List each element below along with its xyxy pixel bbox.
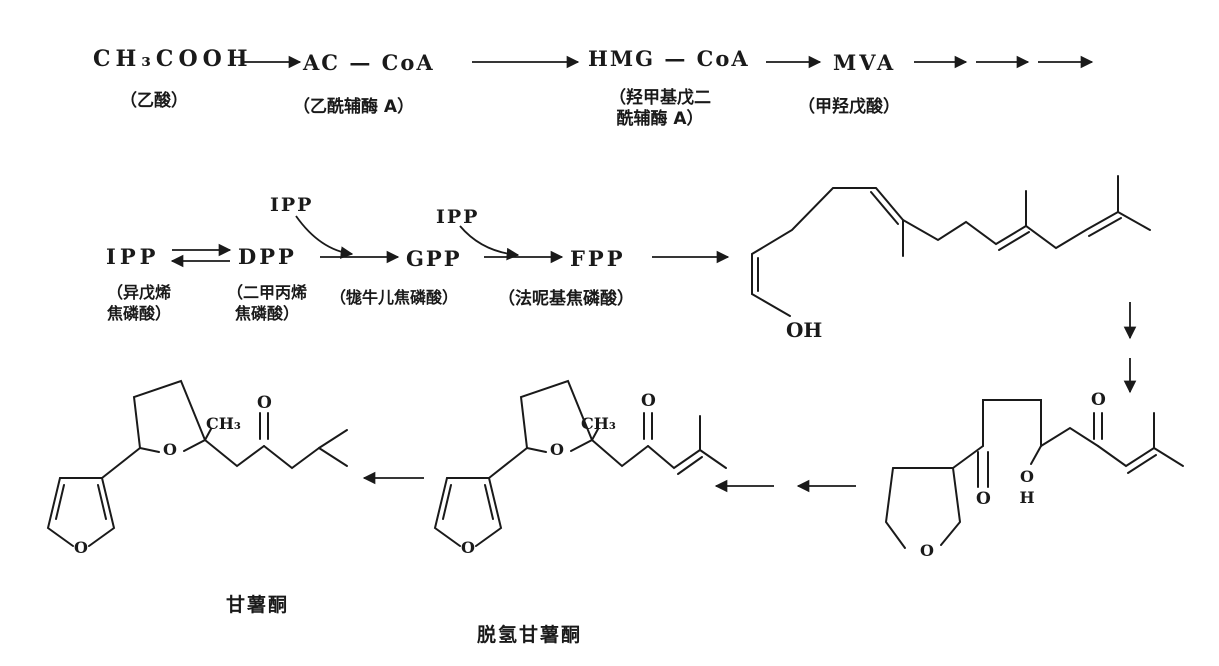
ipom-furan-double-bond-2 [97, 484, 107, 520]
ipomeamarone-ketone-o-label: O [257, 393, 272, 413]
intermediate-ketone-1-o-label: O [976, 489, 991, 509]
dpp-name-line1: （二甲丙烯 [226, 283, 307, 302]
intermediate-hydroxyl-o: O [1020, 467, 1034, 486]
ipp-name: （异戊烯 焦磷酸） [84, 282, 194, 324]
farnesol-structure [751, 175, 1151, 317]
dehydro-side-chain-1 [591, 439, 649, 468]
hmg-coa-formula: HMG — CoA [588, 46, 750, 71]
ipom-isopropyl-methyl-1 [318, 429, 348, 449]
bottom-row-arrows [362, 471, 856, 493]
intermediate-ketone-2-o-label: O [1091, 390, 1106, 410]
intermediate-hydroxyl-bond [1030, 445, 1042, 465]
gpp-formula: GPP [406, 246, 462, 271]
dehydro-alkene-double-bond [677, 456, 703, 475]
dehydroipomeamarone-name: 脱氢甘薯酮 [477, 624, 583, 646]
curved-arrow-ipp-2 [459, 225, 520, 261]
ipom-furan-thf-bond [101, 447, 141, 479]
acetic-acid-formula: CH₃COOH [93, 46, 253, 72]
mva-name: （甲羟戊酸） [798, 97, 900, 117]
acetyl-coa-name: （乙酰辅酶 A） [293, 97, 415, 117]
intermediate-thf-o-label: O [920, 541, 934, 560]
intermediate-ketone-2-double-bond [1093, 412, 1103, 440]
ipomeamarone-name: 甘薯酮 [226, 594, 290, 616]
dehydro-furan-o-label: O [461, 538, 475, 557]
intermediate-methyl-right [1153, 447, 1184, 467]
ipp-name-line2: 焦磷酸） [106, 304, 171, 323]
dehydro-ketone-double-bond [643, 412, 653, 440]
ipom-furan-double-bond-1 [55, 484, 65, 520]
intermediate-thf-ring-right [892, 467, 962, 546]
ipp-donor-2-label: IPP [436, 206, 480, 228]
intermediate-hydroxyl-h: H [1019, 488, 1035, 507]
fpp-formula: FPP [570, 246, 626, 271]
hmg-coa-name: （羟甲基戊二 酰辅酶 A） [585, 88, 735, 130]
dehydro-furan-ring [433, 477, 503, 547]
ipom-thf-ring-right [132, 379, 207, 452]
farnesol-double-bond-2 [870, 191, 899, 225]
dpp-name-line2: 焦磷酸） [234, 304, 299, 323]
intermediate-ring-to-carbonyl [952, 445, 984, 469]
farnesol-main-chain [751, 187, 1119, 317]
ipom-side-chain-2 [263, 445, 320, 470]
hmg-coa-name-line2: 酰辅酶 A） [616, 109, 704, 129]
dehydro-thf-o-label: O [550, 440, 564, 459]
intermediate-hydroxyl-label: O H [1018, 466, 1036, 508]
dehydro-methyl-bond [591, 428, 599, 441]
intermediate-thf-ring-left [884, 467, 906, 549]
dehydro-methyl-label: CH₃ [581, 414, 616, 433]
gpp-name: （牻牛儿焦磷酸） [330, 288, 459, 307]
dehydro-furan-double-bond-2 [484, 484, 494, 520]
ipp-formula: IPP [106, 244, 160, 269]
dehydro-side-chain-2 [647, 445, 701, 470]
intermediate-chain-bridge [982, 399, 1042, 447]
ipom-isopropyl-methyl-2 [318, 447, 348, 467]
intermediate-enone-chain [1097, 445, 1155, 468]
curved-arrow-ipp-1 [295, 215, 354, 259]
dehydro-thf-ring-right [519, 379, 594, 452]
dpp-formula: DPP [238, 244, 297, 269]
intermediate-ketone-1-double-bond [977, 451, 989, 488]
farnesol-methyl-4 [1117, 211, 1151, 231]
ipom-thf-ring-left [139, 447, 160, 453]
dehydro-furan-thf-bond [488, 447, 528, 479]
intermediate-alkene-double-bond [1127, 454, 1157, 474]
farnesol-double-bond-4 [1088, 217, 1122, 237]
dehydro-furan-double-bond-1 [442, 484, 452, 520]
acetic-acid-name: （乙酸） [120, 91, 188, 111]
farnesol-double-bond-3 [998, 231, 1030, 251]
acetyl-coa-formula: AC — CoA [303, 50, 435, 75]
ipom-furan-ring [46, 477, 116, 547]
dehydroipomeamarone-structure [433, 379, 727, 547]
intermediate-chain [1040, 426, 1099, 447]
hmg-coa-name-line1: （羟甲基戊二 [609, 88, 711, 108]
ipomeamarone-furan-o-label: O [74, 538, 88, 557]
ipp-donor-1-label: IPP [270, 194, 314, 216]
mva-formula: MVA [833, 50, 897, 75]
ipom-side-chain-1 [204, 439, 265, 468]
ipomeamarone-methyl-label: CH₃ [206, 414, 241, 433]
intermediate-structure [884, 399, 1184, 549]
equilibrium-arrows [170, 243, 232, 268]
ipomeamarone-thf-o-label: O [163, 440, 177, 459]
dehydro-methyl-right [699, 449, 727, 469]
ipom-methyl-bond [204, 428, 212, 441]
farnesol-oh-label: OH [786, 318, 823, 342]
ipomeamarone-structure [46, 379, 348, 547]
fpp-name: （法呢基焦磷酸） [498, 289, 634, 309]
dehydro-thf-ring-left [526, 447, 547, 453]
middle-row-arrows [295, 215, 730, 264]
ipp-name-line1: （异戊烯 [106, 283, 171, 302]
dehydro-ketone-o-label: O [641, 391, 656, 411]
dpp-name: （二甲丙烯 焦磷酸） [212, 282, 322, 324]
ipom-ketone-double-bond [259, 412, 269, 440]
